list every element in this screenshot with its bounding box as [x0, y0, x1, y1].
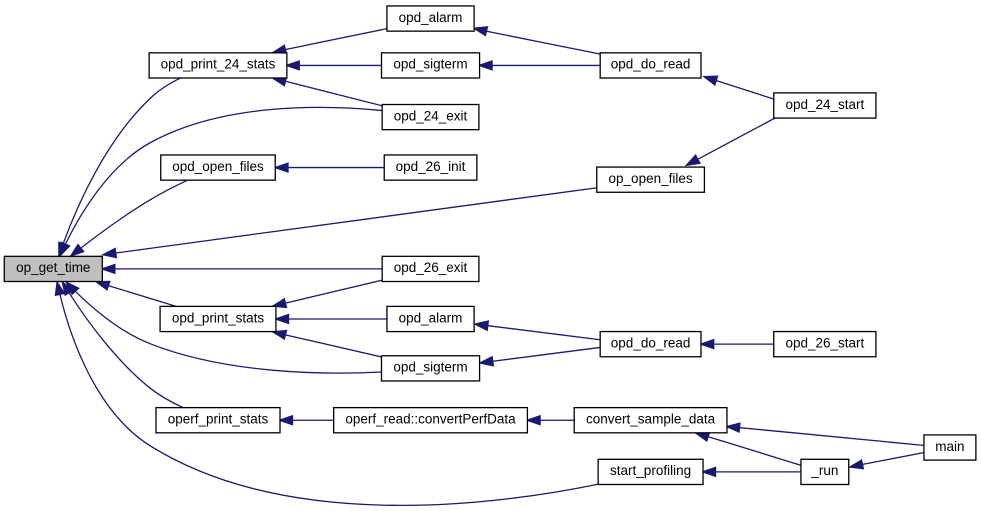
svg-text:convert_sample_data: convert_sample_data [586, 412, 716, 427]
svg-text:opd_26_exit: opd_26_exit [394, 260, 468, 275]
svg-text:_run: _run [810, 463, 838, 478]
svg-text:operf_read::convertPerfData: operf_read::convertPerfData [345, 412, 516, 427]
svg-text:opd_alarm: opd_alarm [399, 10, 463, 25]
svg-text:opd_sigterm: opd_sigterm [393, 57, 467, 72]
svg-text:opd_24_exit: opd_24_exit [394, 108, 468, 123]
svg-text:opd_do_read: opd_do_read [611, 335, 691, 350]
svg-text:opd_alarm: opd_alarm [399, 310, 463, 325]
svg-text:opd_do_read: opd_do_read [611, 57, 691, 72]
svg-text:start_profiling: start_profiling [610, 463, 691, 478]
svg-text:opd_26_init: opd_26_init [396, 159, 466, 174]
svg-text:op_get_time: op_get_time [16, 260, 90, 275]
svg-text:opd_print_stats: opd_print_stats [172, 310, 265, 325]
svg-text:opd_26_start: opd_26_start [785, 335, 864, 350]
svg-text:opd_print_24_stats: opd_print_24_stats [161, 57, 276, 72]
svg-text:opd_open_files: opd_open_files [172, 159, 264, 174]
svg-text:op_open_files: op_open_files [609, 171, 693, 186]
svg-text:opd_24_start: opd_24_start [785, 97, 864, 112]
svg-text:operf_print_stats: operf_print_stats [168, 412, 269, 427]
svg-text:opd_sigterm: opd_sigterm [393, 360, 467, 375]
svg-text:main: main [935, 439, 964, 454]
